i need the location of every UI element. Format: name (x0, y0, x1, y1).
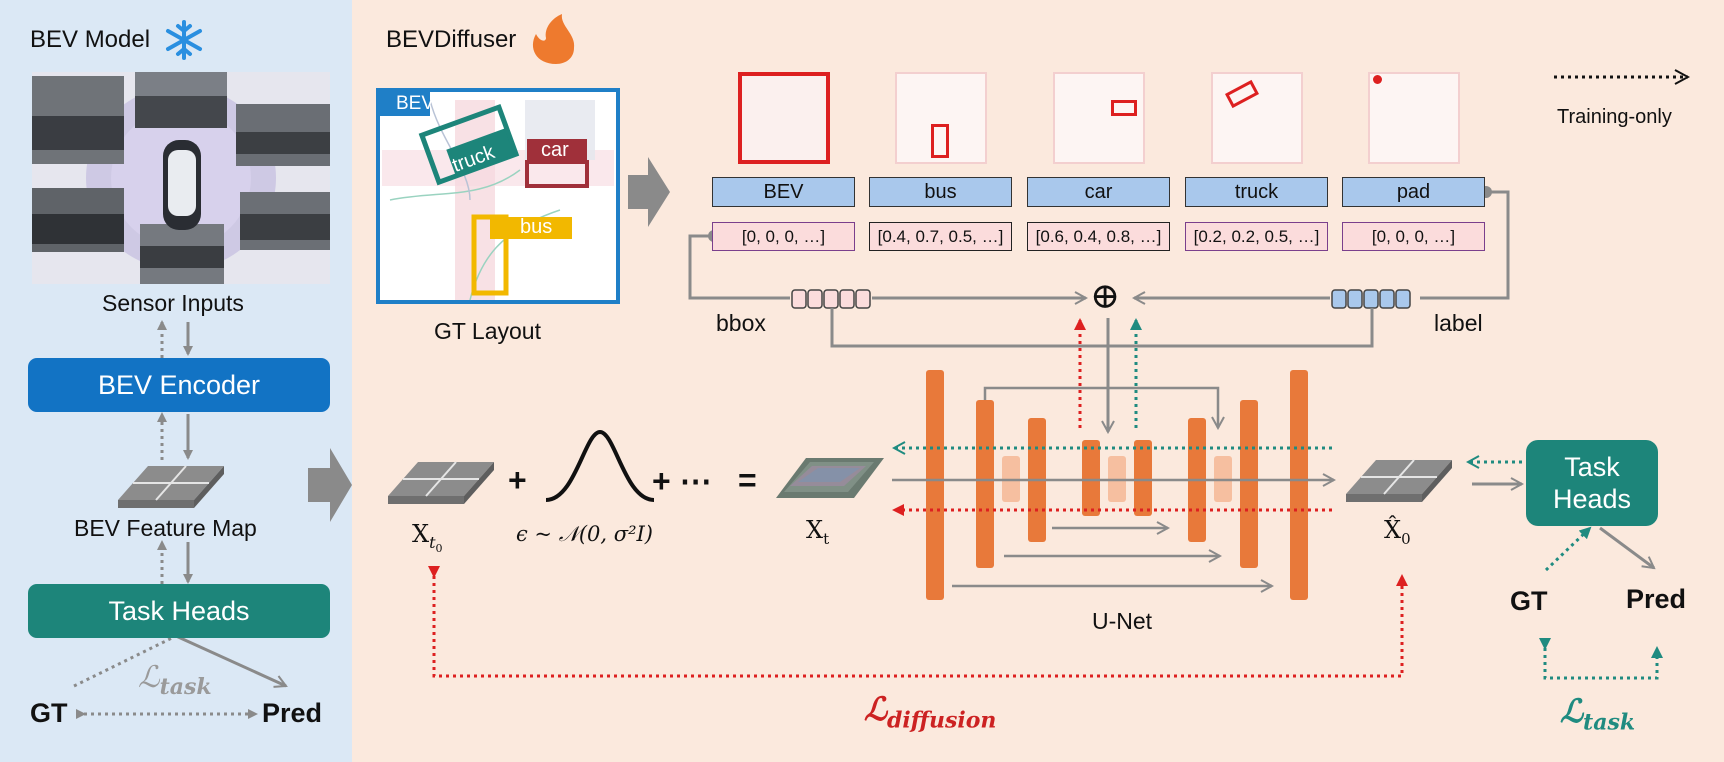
unet-blocks (926, 370, 1308, 600)
bev-feature-map-icon (118, 465, 224, 508)
gt-to-heads-dotted-line (73, 634, 177, 688)
x-hat-label: X̂0 (1384, 516, 1411, 548)
x-t0-feature-map-icon (388, 461, 494, 504)
bbox-token-car: [0.6, 0.4, 0.8, …] (1027, 222, 1170, 251)
sensor-collage-image (32, 72, 330, 284)
thumbnail-bus (895, 72, 987, 164)
thumbnail-car (1053, 72, 1145, 164)
left-to-right-big-arrow (308, 448, 352, 522)
bbox-token-truck: [0.2, 0.2, 0.5, …] (1185, 222, 1328, 251)
label-token-truck: truck (1185, 177, 1328, 207)
thumbnail-truck (1211, 72, 1303, 164)
bbox-token-bev: [0, 0, 0, …] (712, 222, 855, 251)
left-gt-label: GT (30, 698, 68, 728)
label-token-car: car (1027, 177, 1170, 207)
thumbnail-car-box (1111, 100, 1137, 116)
left-task-heads-box: Task Heads (28, 584, 330, 638)
right-gt-label: GT (1510, 586, 1548, 616)
label-gather-line (1420, 190, 1510, 300)
unet-label: U-Net (1092, 608, 1153, 634)
taskheads-to-pred-arrow (1599, 526, 1654, 568)
equals-sign: = (738, 462, 757, 498)
gt-layout-bus-label: bus (520, 216, 553, 238)
thumbnail-bev (738, 72, 830, 164)
left-task-loss: ℒtask (138, 660, 212, 700)
thumbnail-pad-dot (1373, 75, 1382, 84)
x-t0-sub-0: 0 (435, 541, 443, 555)
right-task-loss-symbol: ℒ (1560, 692, 1584, 730)
oplus-symbol: ⊕ (1090, 276, 1121, 317)
snowflake-icon (166, 20, 202, 60)
bbox-gather-line (688, 234, 790, 300)
training-only-legend-label: Training-only (1557, 106, 1672, 128)
diffusion-loss-dotted-line (428, 566, 1408, 678)
label-label: label (1434, 310, 1483, 336)
gt-to-taskheads-dotted-arrow (1544, 526, 1592, 572)
label-token-strip (1331, 289, 1411, 309)
left-pred-label: Pred (262, 698, 323, 728)
bev-encoder-box: BEV Encoder (28, 358, 330, 412)
noise-gaussian-curve (545, 429, 655, 502)
diffusion-loss-symbol: ℒ (864, 690, 888, 728)
label-token-pad: pad (1342, 177, 1485, 207)
left-task-loss-sub: task (159, 674, 212, 700)
x-t-symbol: X (806, 516, 824, 544)
left-task-heads-label: Task Heads (108, 595, 250, 626)
x-hat-symbol: X̂ (1384, 516, 1402, 544)
right-task-loss: ℒtask (1560, 692, 1635, 735)
bbox-token-bus: [0.4, 0.7, 0.5, …] (869, 222, 1012, 251)
gt-layout-caption: GT Layout (434, 318, 541, 344)
right-task-heads-label: Task Heads (1552, 452, 1632, 514)
bev-feature-map-caption: BEV Feature Map (74, 515, 257, 541)
thumbnail-truck-box (1225, 79, 1259, 109)
x-t0-symbol: X (412, 520, 430, 548)
right-task-loss-sub: task (1583, 709, 1636, 736)
x-hat-feature-map-icon (1346, 459, 1452, 502)
thumbnail-bus-box (931, 124, 949, 158)
x-hat-subscript: 0 (1401, 529, 1411, 548)
right-pred-label: Pred (1626, 584, 1687, 614)
right-task-heads-box: Task Heads (1526, 440, 1658, 526)
left-task-loss-symbol: ℒ (138, 660, 160, 695)
x-t-noisy-map-icon (776, 458, 884, 498)
heads-to-pred-arrow (175, 634, 286, 686)
task-loss-dotted-line (1539, 638, 1663, 680)
bev-model-title: BEV Model (30, 26, 151, 53)
diffusion-loss: ℒdiffusion (864, 690, 996, 733)
x-t-subscript: t (823, 529, 830, 548)
bbox-label: bbox (716, 310, 766, 336)
thumbnail-pad (1368, 72, 1460, 164)
bbox-label-join-line (830, 308, 1374, 348)
flame-icon (532, 14, 575, 64)
layout-to-tokens-arrow (628, 157, 670, 227)
diffusion-loss-sub: diffusion (887, 707, 997, 734)
x-t0-subscript: t0 (429, 532, 443, 555)
label-token-bus: bus (869, 177, 1012, 207)
plus-sign-1: + (508, 462, 527, 498)
gt-layout-car-label: car (541, 139, 569, 161)
sensor-inputs-caption: Sensor Inputs (102, 290, 244, 316)
bbox-token-pad: [0, 0, 0, …] (1342, 222, 1485, 251)
noise-distribution-label: ϵ ~ 𝒩(0, σ²I) (516, 522, 653, 546)
bevdiffuser-title: BEVDiffuser (386, 26, 517, 53)
bbox-token-strip (791, 289, 871, 309)
x-t0-sub-t: t (429, 532, 436, 552)
label-token-bev: BEV (712, 177, 855, 207)
gt-layout-map (376, 88, 620, 304)
plus-ellipsis: + ⋯ (652, 463, 712, 499)
bev-encoder-label: BEV Encoder (97, 369, 261, 400)
x-t0-label: Xt0 (412, 520, 443, 555)
unet-skip-top (983, 386, 1218, 428)
x-t-label: Xt (806, 516, 829, 548)
gt-layout-bev-tag: BEV (396, 93, 435, 114)
